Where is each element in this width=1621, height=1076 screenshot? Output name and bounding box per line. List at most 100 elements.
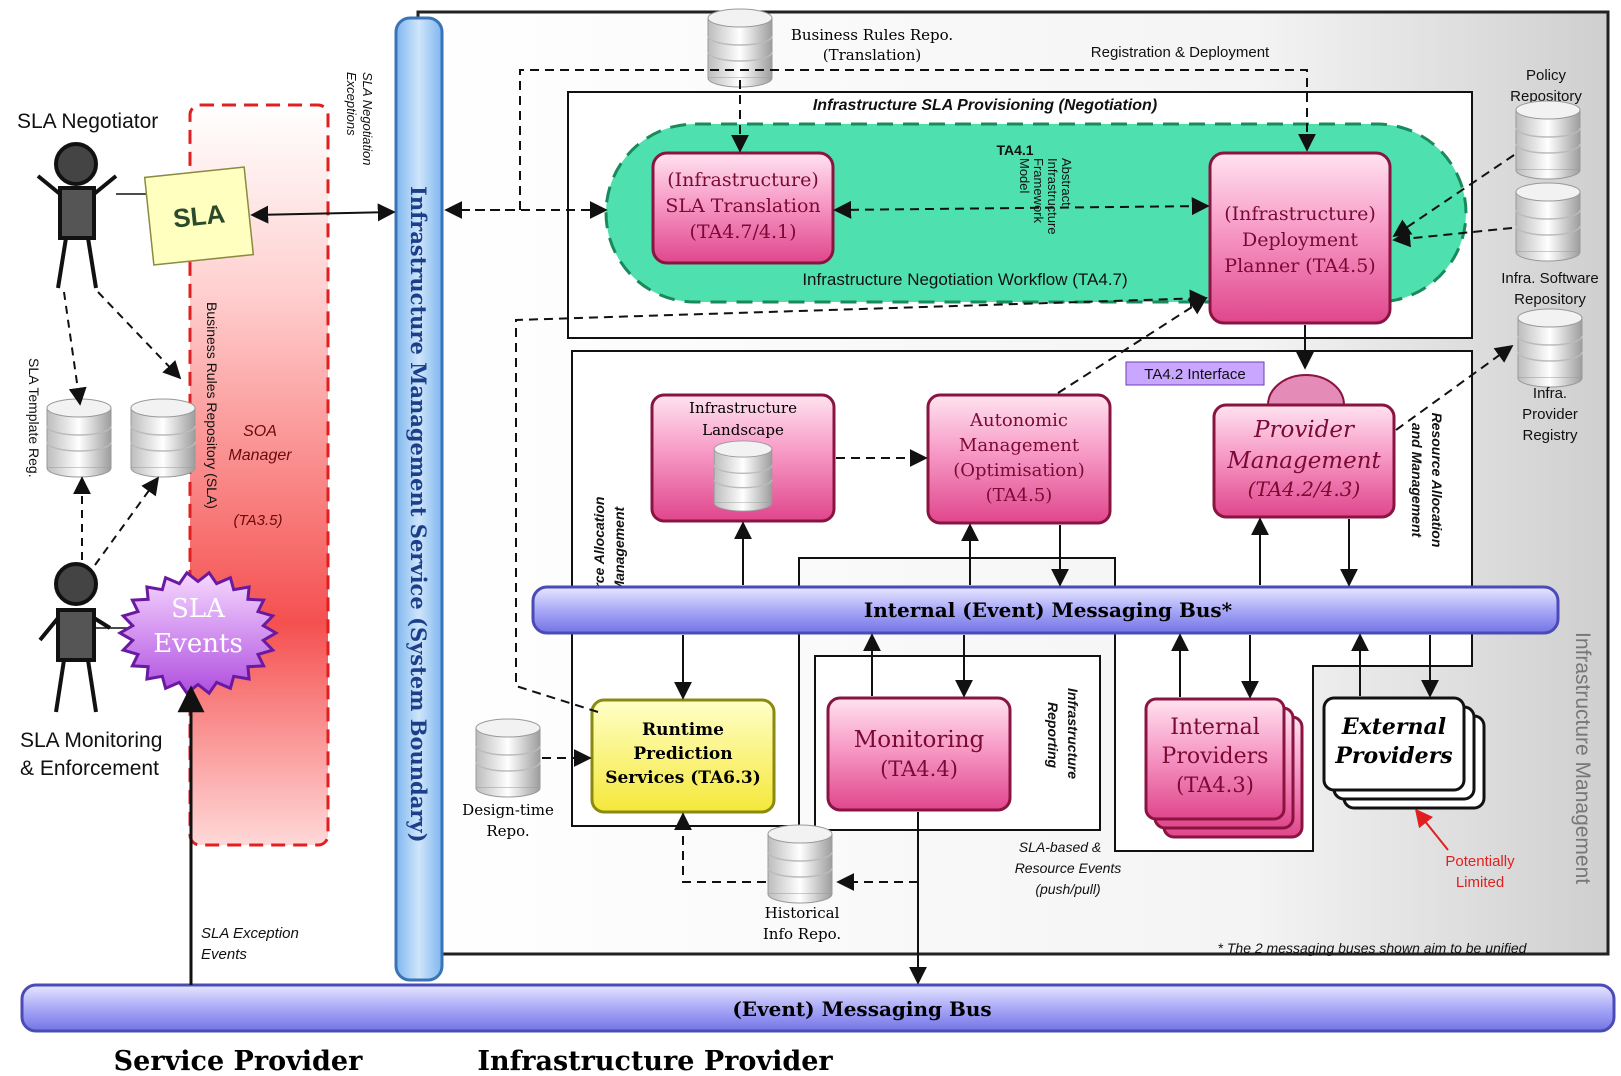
business-rules-sla-db: [130, 398, 196, 478]
internal-providers-box[interactable]: [1144, 697, 1286, 821]
potentially-limited-arrow: [1414, 808, 1449, 851]
internal-providers-line1: Internal: [1170, 715, 1260, 740]
external-providers-line1: External: [1341, 714, 1446, 740]
internal-providers-line3: (TA4.3): [1176, 773, 1254, 797]
ims-boundary: [394, 16, 444, 982]
ta41-line1: TA4.1: [996, 142, 1033, 158]
business-rules-line1: Business Rules Repo.: [791, 26, 953, 44]
ram-right-line1: Resource Allocation: [1429, 413, 1445, 548]
soa-manager-id: (TA3.5): [234, 512, 283, 529]
sla-negotiator-label: SLA Negotiator: [17, 110, 158, 133]
sla-translation-line3: (TA4.7/4.1): [689, 221, 796, 243]
autonomic-line3: (Optimisation): [953, 460, 1085, 481]
deployment-planner-box[interactable]: [1208, 151, 1392, 325]
infra-provider-registry-db: [1517, 308, 1583, 388]
sla-monitoring-line1: SLA Monitoring: [20, 729, 162, 752]
sla-monitoring-line2: & Enforcement: [20, 757, 159, 780]
soa-manager-line1: SOA: [243, 423, 277, 440]
ta42-interface-tag: [1125, 361, 1265, 386]
autonomic-line1: Autonomic: [969, 410, 1068, 431]
ims-boundary-label: Infrastructure Management Service (Syste…: [406, 186, 431, 843]
ta42-interface-socket: [1266, 374, 1346, 406]
policy-repo-line2: Repository: [1510, 88, 1582, 105]
provider-mgmt-line2: Management: [1226, 448, 1381, 474]
provider-management-box[interactable]: [1212, 403, 1396, 519]
software-repo-line1: Infra. Software: [1501, 270, 1599, 287]
business-rules-sla-label: Business Rules Repository (SLA): [204, 302, 220, 509]
business-rules-translation-db: [707, 8, 773, 88]
provider-registry-line1: Infra.: [1533, 385, 1567, 402]
ta41-line2: Abstract: [1059, 158, 1074, 206]
deployment-line2: Deployment: [1242, 229, 1358, 251]
sla-translation-box[interactable]: [651, 151, 835, 265]
sla-based-events-line1: SLA-based &: [1019, 839, 1102, 855]
provider-mgmt-line1: Provider: [1253, 417, 1356, 443]
autonomic-management-box[interactable]: [926, 393, 1112, 525]
policy-repository-db: [1515, 100, 1581, 180]
event-bus-label: (Event) Messaging Bus: [732, 997, 991, 1021]
sla-negotiation-exceptions-line2: Exceptions: [344, 72, 359, 136]
ta41-line4: Framework: [1031, 158, 1046, 224]
sla-template-reg-db: [46, 398, 112, 478]
potentially-line2: Limited: [1456, 874, 1504, 891]
provisioning-title: Infrastructure SLA Provisioning (Negotia…: [813, 97, 1157, 114]
historical-line1: Historical: [765, 904, 840, 922]
sla-based-events-line3: (push/pull): [1035, 881, 1100, 897]
infra-reporting-line2: Reporting: [1045, 702, 1061, 769]
connectors: [63, 69, 1515, 985]
sla-template-reg-label: SLA Template Reg.: [26, 358, 42, 478]
monitoring-line1: Monitoring: [854, 727, 985, 753]
sla-negotiation-exceptions-line1: SLA Negotiation: [360, 72, 375, 165]
ta42-interface-label: TA4.2 Interface: [1144, 366, 1245, 383]
footnote: * The 2 messaging buses shown aim to be …: [1218, 940, 1528, 956]
business-rules-line2: (Translation): [823, 46, 921, 64]
infra-reporting-line1: Infrastructure: [1065, 688, 1081, 779]
sla-note-label: SLA: [172, 198, 227, 233]
autonomic-line2: Management: [959, 435, 1080, 456]
sla-document-note[interactable]: [143, 166, 255, 266]
event-messaging-bus: [20, 983, 1616, 1033]
registration-deployment-label: Registration & Deployment: [1091, 44, 1270, 61]
internal-providers-line2: Providers: [1162, 744, 1269, 769]
service-provider-label: Service Provider: [114, 1046, 363, 1076]
infra-software-repository-db: [1515, 182, 1581, 262]
software-repo-line2: Repository: [1514, 291, 1586, 308]
infrastructure-landscape-db: [713, 440, 773, 512]
sla-events-line1: SLA: [171, 594, 226, 624]
policy-repo-line1: Policy: [1526, 67, 1567, 84]
design-time-repo-db: [475, 718, 541, 798]
runtime-line3: Services (TA6.3): [605, 768, 761, 788]
external-providers-line2: Providers: [1334, 743, 1452, 769]
autonomic-line4: (TA4.5): [986, 485, 1053, 506]
external-providers-box[interactable]: [1322, 696, 1466, 792]
sla-monitoring-icon: [38, 562, 112, 713]
sla-translation-line1: (Infrastructure): [667, 169, 819, 191]
sla-events-burst: [116, 570, 280, 696]
ta41-line3: Infrastructure: [1045, 158, 1060, 235]
historical-info-repo-db: [767, 824, 833, 904]
infra-management-label: Infrastructure Management: [1571, 632, 1594, 884]
deployment-line3: Planner (TA4.5): [1224, 255, 1375, 277]
runtime-prediction-box[interactable]: [590, 698, 776, 814]
monitoring-box[interactable]: [826, 696, 1012, 812]
ta41-line5: Model: [1017, 158, 1032, 194]
monitoring-line2: (TA4.4): [880, 757, 958, 781]
internal-messaging-bus: [531, 585, 1560, 635]
runtime-line1: Runtime: [642, 720, 724, 740]
provider-registry-line3: Registry: [1522, 427, 1578, 444]
potentially-line1: Potentially: [1445, 853, 1515, 870]
negotiation-workflow-label: Infrastructure Negotiation Workflow (TA4…: [802, 270, 1127, 289]
runtime-line2: Prediction: [633, 744, 732, 764]
historical-line2: Info Repo.: [763, 925, 841, 943]
sla-exception-events-line1: SLA Exception: [201, 925, 299, 942]
design-time-line1: Design-time: [462, 801, 554, 819]
design-time-line2: Repo.: [486, 822, 529, 840]
sla-based-events-line2: Resource Events: [1015, 860, 1122, 876]
provider-registry-line2: Provider: [1522, 406, 1578, 423]
sla-negotiator-icon: [36, 142, 118, 289]
provider-mgmt-line3: (TA4.2/4.3): [1248, 477, 1361, 501]
internal-bus-label: Internal (Event) Messaging Bus*: [864, 598, 1233, 622]
sla-events-line2: Events: [153, 629, 243, 659]
sla-translation-line2: SLA Translation: [665, 195, 820, 217]
infrastructure-provider-label: Infrastructure Provider: [477, 1046, 833, 1076]
